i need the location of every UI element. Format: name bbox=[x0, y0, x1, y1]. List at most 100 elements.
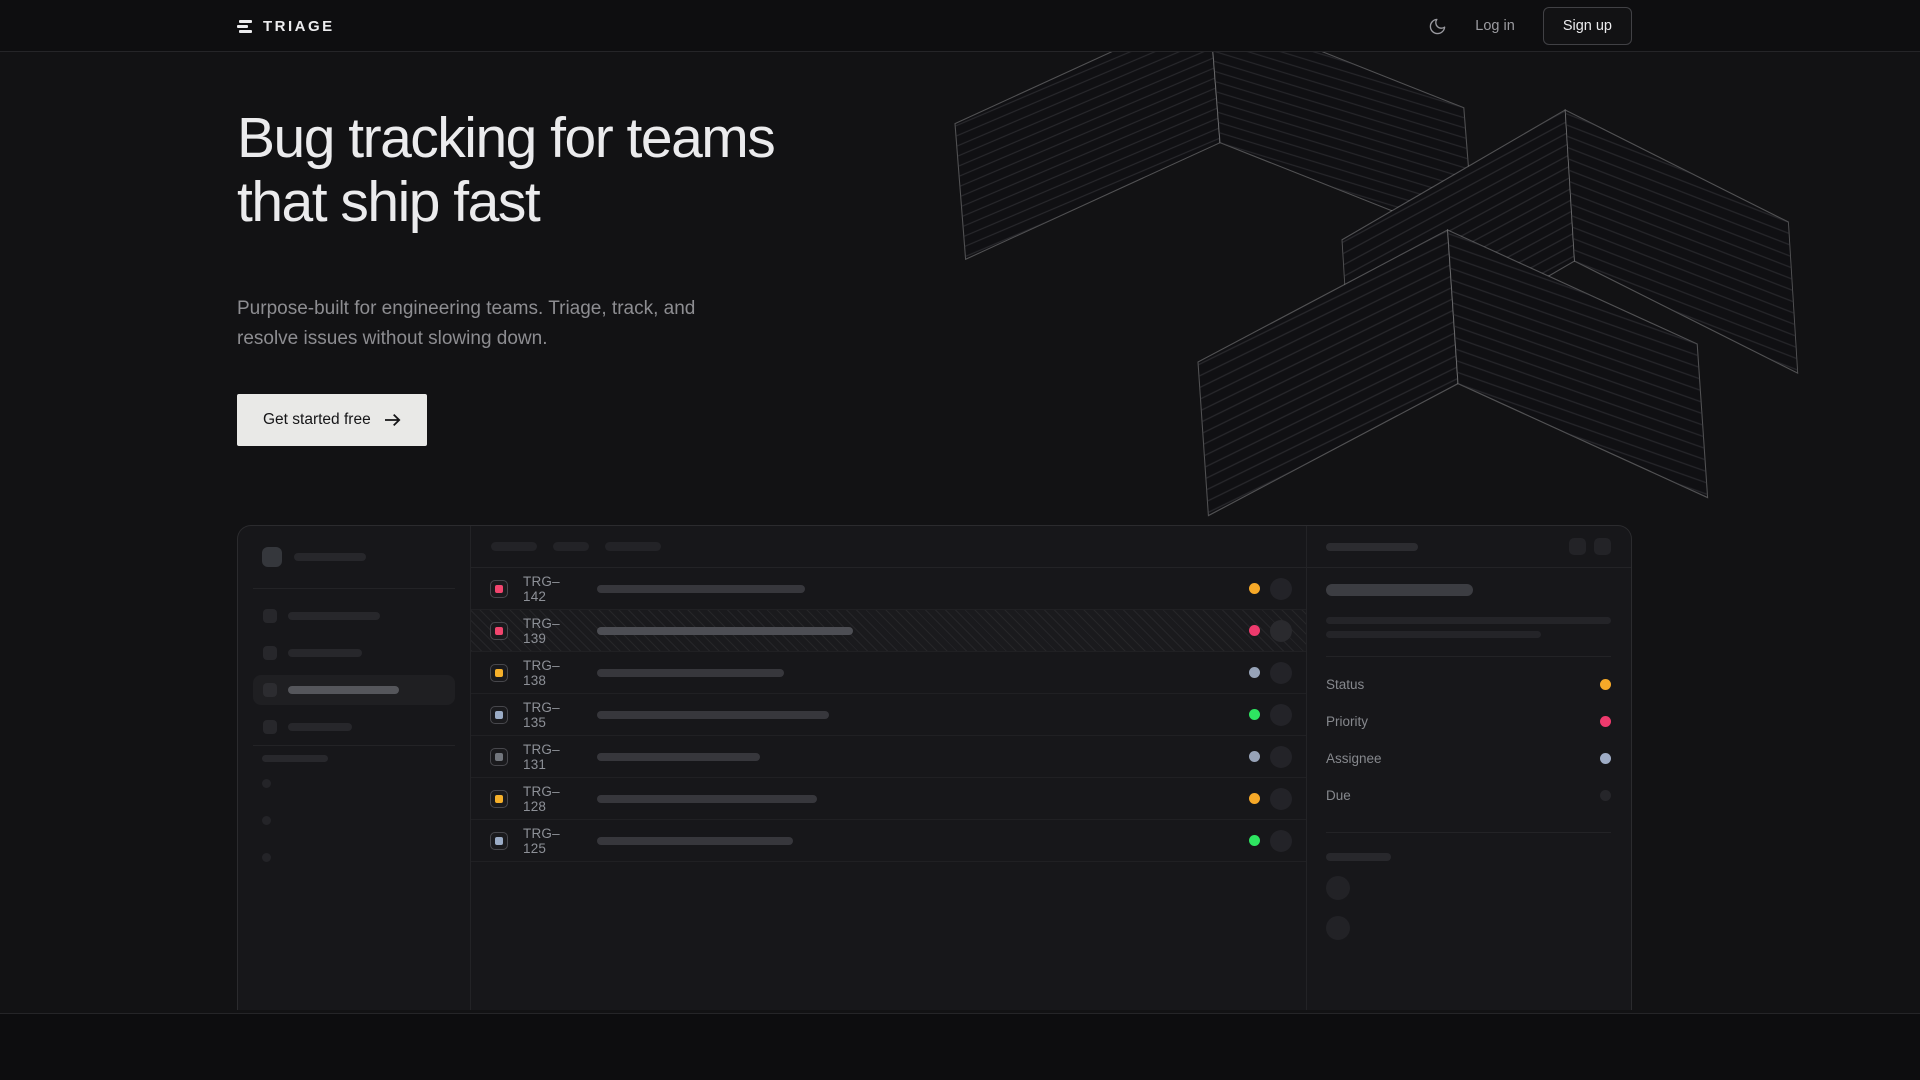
field-label: Status bbox=[1326, 677, 1365, 692]
issue-id: TRG–131 bbox=[523, 741, 560, 772]
moon-icon bbox=[1430, 18, 1446, 34]
status-dot bbox=[1249, 583, 1260, 594]
sidebar-item-icon-placeholder bbox=[263, 682, 277, 697]
workspace-switcher[interactable] bbox=[238, 547, 470, 567]
sidebar-item-active[interactable] bbox=[253, 674, 455, 705]
top-nav: TRIAGE Log in Sign up bbox=[0, 0, 1920, 52]
assignee-avatar bbox=[1270, 703, 1292, 726]
status-dot bbox=[1249, 751, 1260, 762]
list-filter-placeholder[interactable] bbox=[605, 542, 661, 551]
sidebar-dot-placeholder bbox=[262, 816, 271, 825]
issue-type-badge bbox=[490, 789, 508, 808]
brand[interactable]: TRIAGE bbox=[237, 18, 335, 35]
issue-id: TRG–142 bbox=[523, 573, 560, 604]
sidebar-item[interactable] bbox=[253, 597, 455, 634]
detail-breadcrumb-placeholder bbox=[1326, 542, 1418, 551]
field-value-dot bbox=[1600, 679, 1611, 690]
arrow-right-icon bbox=[384, 413, 401, 427]
assignee-avatar bbox=[1270, 577, 1292, 600]
sidebar-item[interactable] bbox=[253, 708, 455, 745]
issue-title-placeholder bbox=[597, 584, 805, 593]
issue-row[interactable]: TRG–128 bbox=[471, 778, 1306, 820]
sidebar-items bbox=[238, 597, 470, 745]
activity-avatar bbox=[1326, 916, 1350, 940]
sidebar-item-label-placeholder bbox=[288, 648, 362, 657]
field-label: Due bbox=[1326, 788, 1351, 803]
detail-action-button[interactable] bbox=[1569, 538, 1586, 555]
signup-button[interactable]: Sign up bbox=[1542, 7, 1632, 45]
sidebar-item[interactable] bbox=[253, 634, 455, 671]
field-value-dot bbox=[1600, 716, 1611, 727]
next-section-band bbox=[0, 1013, 1920, 1080]
status-dot bbox=[1249, 667, 1260, 678]
description-line-placeholder bbox=[1326, 617, 1611, 624]
detail-field-row[interactable]: Assignee bbox=[1326, 740, 1611, 777]
sidebar-item-label-placeholder bbox=[288, 611, 380, 620]
sidebar-section-label-placeholder bbox=[262, 755, 328, 762]
description-line-placeholder bbox=[1326, 631, 1541, 638]
issue-row[interactable]: TRG–131 bbox=[471, 736, 1306, 778]
issue-type-badge bbox=[490, 705, 508, 724]
get-started-label: Get started free bbox=[263, 411, 371, 428]
issue-title-placeholder bbox=[597, 794, 817, 803]
theme-toggle-button[interactable] bbox=[1428, 17, 1447, 36]
login-link[interactable]: Log in bbox=[1475, 18, 1515, 34]
issue-title-placeholder bbox=[597, 626, 853, 635]
sidebar-item-icon-placeholder bbox=[263, 645, 277, 660]
get-started-button[interactable]: Get started free bbox=[237, 394, 427, 446]
issue-row[interactable]: TRG–139 bbox=[471, 610, 1306, 652]
sidebar-dot-placeholder bbox=[262, 779, 271, 788]
list-filter-placeholder[interactable] bbox=[553, 542, 589, 551]
divider bbox=[1326, 832, 1611, 833]
issue-type-badge bbox=[490, 831, 508, 850]
issue-row[interactable]: TRG–125 bbox=[471, 820, 1306, 862]
workspace-name-placeholder bbox=[294, 553, 366, 561]
issue-title-placeholder bbox=[597, 710, 829, 719]
status-dot bbox=[1249, 835, 1260, 846]
field-value-dot bbox=[1600, 790, 1611, 801]
issue-title-placeholder bbox=[1326, 584, 1473, 596]
status-dot bbox=[1249, 709, 1260, 720]
activity-avatar bbox=[1326, 876, 1350, 900]
assignee-avatar bbox=[1270, 787, 1292, 810]
assignee-avatar bbox=[1270, 661, 1292, 684]
divider bbox=[253, 745, 455, 746]
brand-name: TRIAGE bbox=[263, 17, 335, 35]
issue-type-badge bbox=[490, 747, 508, 766]
sidebar-item-icon-placeholder bbox=[263, 719, 277, 734]
detail-field-row[interactable]: Priority bbox=[1326, 703, 1611, 740]
activity-avatars bbox=[1326, 876, 1611, 940]
assignee-avatar bbox=[1270, 829, 1292, 852]
issue-type-badge bbox=[490, 579, 508, 598]
divider bbox=[1326, 656, 1611, 657]
sidebar-dots bbox=[262, 779, 470, 862]
status-dot bbox=[1249, 625, 1260, 636]
issue-id: TRG–135 bbox=[523, 699, 560, 730]
activity-label-placeholder bbox=[1326, 853, 1391, 861]
detail-field-row[interactable]: Due bbox=[1326, 777, 1611, 814]
issue-id: TRG–139 bbox=[523, 615, 560, 646]
issue-list-toolbar bbox=[471, 526, 1306, 568]
divider bbox=[253, 588, 455, 589]
issue-title-placeholder bbox=[597, 752, 760, 761]
detail-action-button[interactable] bbox=[1594, 538, 1611, 555]
assignee-avatar bbox=[1270, 745, 1292, 768]
detail-field-row[interactable]: Status bbox=[1326, 666, 1611, 703]
issue-row[interactable]: TRG–142 bbox=[471, 568, 1306, 610]
sidebar-item-label-placeholder bbox=[288, 722, 352, 731]
sidebar-item-label-placeholder bbox=[288, 685, 399, 694]
issue-row[interactable]: TRG–135 bbox=[471, 694, 1306, 736]
issue-type-badge bbox=[490, 663, 508, 682]
field-label: Assignee bbox=[1326, 751, 1382, 766]
list-filter-placeholder[interactable] bbox=[491, 542, 537, 551]
issue-row[interactable]: TRG–138 bbox=[471, 652, 1306, 694]
field-value-dot bbox=[1600, 753, 1611, 764]
issue-id: TRG–125 bbox=[523, 825, 560, 856]
issue-id: TRG–128 bbox=[523, 783, 560, 814]
